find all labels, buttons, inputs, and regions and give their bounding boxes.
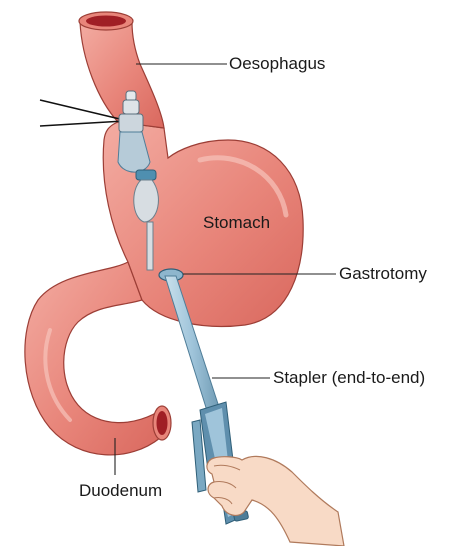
duodenum-label: Duodenum [79,482,162,499]
gastrotomy-label: Gastrotomy [339,265,427,282]
stomach-label: Stomach [203,214,270,231]
duodenum-lumen [157,411,168,435]
stomach-organ [25,12,303,455]
stapler-label: Stapler (end-to-end) [273,369,425,386]
oesophagus-lumen [86,16,126,27]
oesophagus-label: Oesophagus [229,55,325,72]
hand-icon [207,456,344,546]
